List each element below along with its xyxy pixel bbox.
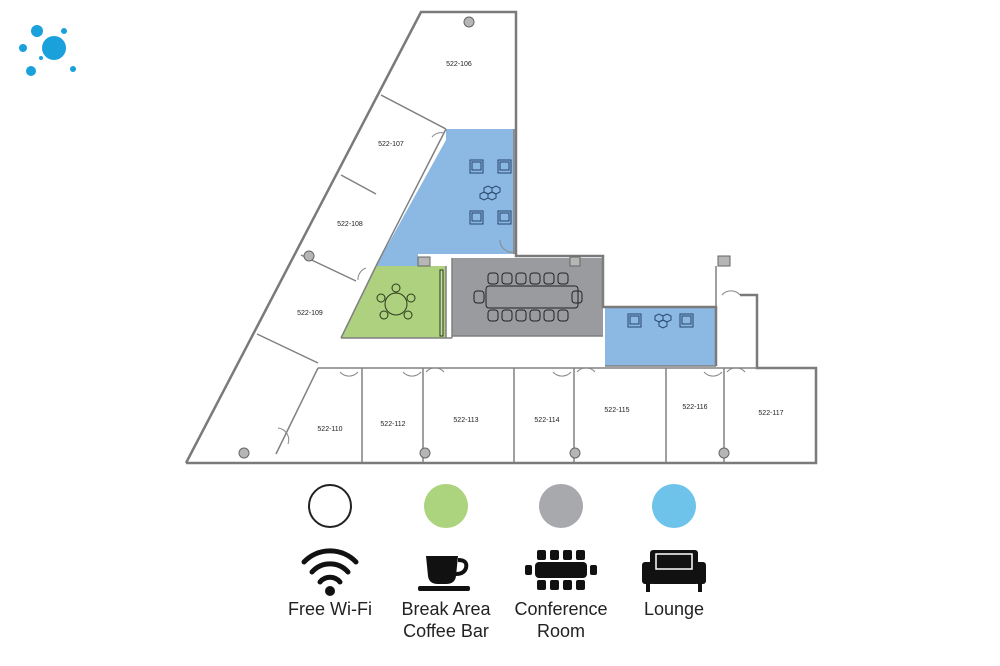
room-label-522-114: 522-114 — [534, 417, 559, 424]
room-label-522-110: 522-110 — [317, 426, 342, 433]
room-label-522-113: 522-113 — [453, 417, 478, 424]
wifi-color-swatch — [308, 484, 352, 528]
room-label-522-108: 522-108 — [337, 221, 363, 228]
room-label-522-112: 522-112 — [380, 421, 405, 428]
break-area-zone — [341, 266, 446, 338]
room-label-522-115: 522-115 — [604, 407, 629, 414]
floor-plan: 522-106 522-107 522-108 522-109 522-110 … — [19, 10, 818, 465]
doors — [277, 132, 746, 445]
conference-room-zone — [452, 258, 603, 336]
lounge-zone-east — [605, 307, 716, 366]
legend: Free Wi-Fi Break Area Coffee Bar — [0, 480, 1000, 666]
lounge-color-swatch — [652, 484, 696, 528]
chairs-top — [487, 272, 569, 285]
room-label-522-117: 522-117 — [758, 410, 783, 417]
lounge-zone-north — [376, 129, 514, 266]
room-label-522-109: 522-109 — [297, 310, 323, 317]
legend-item-lounge: Lounge — [604, 480, 744, 620]
break-area-color-swatch — [424, 484, 468, 528]
legend-item-break-area: Break Area Coffee Bar — [376, 480, 516, 642]
coffee-cup-icon — [418, 556, 470, 591]
lounge-furniture-north — [469, 159, 512, 225]
conference-color-swatch — [539, 484, 583, 528]
legend-label-lounge: Lounge — [643, 599, 705, 619]
legend-item-conference: Conference Room — [491, 480, 631, 642]
sofa-icon — [642, 550, 706, 592]
lounge-furniture-east — [627, 313, 694, 329]
bubbles-logo-icon — [19, 25, 76, 76]
conference-table-icon — [525, 550, 597, 590]
room-label-522-116: 522-116 — [682, 404, 707, 411]
legend-label-break-area: Break Area Coffee Bar — [401, 599, 491, 641]
chairs-bottom — [487, 309, 569, 322]
legend-item-wifi: Free Wi-Fi — [260, 480, 400, 620]
wifi-icon — [301, 548, 359, 596]
legend-label-conference: Conference Room — [514, 599, 608, 641]
break-area-table — [376, 269, 444, 337]
conference-table — [473, 272, 583, 322]
room-label-522-106: 522-106 — [446, 61, 472, 68]
columns — [238, 16, 731, 459]
room-label-522-107: 522-107 — [378, 141, 404, 148]
legend-label-wifi: Free Wi-Fi — [288, 599, 372, 619]
